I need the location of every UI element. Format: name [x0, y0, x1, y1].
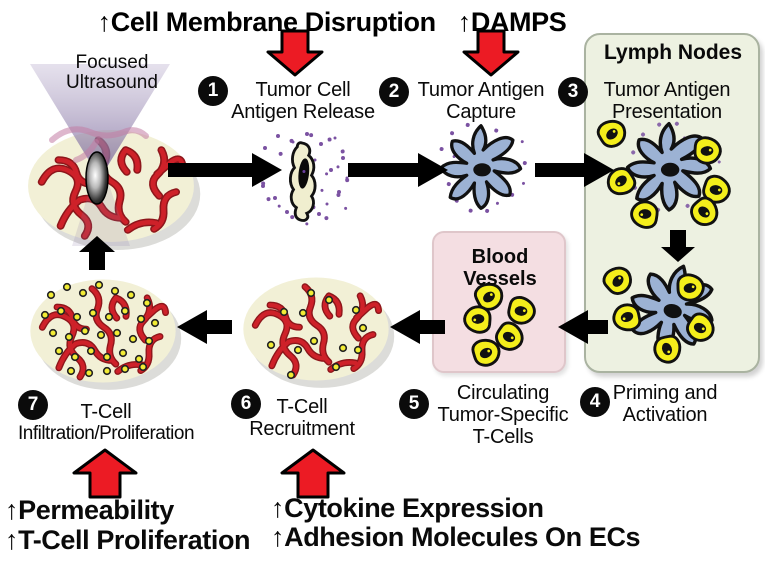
fus-tumor-graphic: [28, 64, 200, 250]
title-damps: ↑DAMPS: [457, 7, 567, 37]
focused-ultrasound-label: Focused Ultrasound: [66, 52, 158, 93]
step-1-label: Tumor Cell Antigen Release: [231, 79, 375, 123]
step-badge-2: 2: [379, 77, 409, 107]
step-4-label: Priming and Activation: [612, 382, 718, 426]
step-7-label: T-Cell Infiltration/Proliferation: [17, 401, 195, 444]
step-5-label: Circulating Tumor-Specific T-Cells: [437, 382, 569, 448]
red-arrow-down-1-icon: [266, 29, 324, 77]
effect-arrows: [72, 29, 520, 499]
tcell-proliferation-label: ↑T-Cell Proliferation: [5, 525, 251, 555]
title-cell-membrane-disruption: ↑Cell Membrane Disruption: [97, 7, 436, 37]
step-badge-6: 6: [231, 389, 261, 419]
arrow-right-3-icon: [535, 153, 614, 187]
step-badge-4: 4: [580, 387, 610, 417]
ultrasound-cone: [30, 64, 170, 172]
arrow-left-2-icon: [390, 310, 445, 344]
red-arrow-up-2-icon: [280, 448, 346, 499]
arrow-right-2-icon: [348, 153, 448, 187]
step-2-label: Tumor Antigen Capture: [417, 79, 545, 123]
blood-vessels-title: Blood Vessels: [463, 246, 537, 290]
step-6-label: T-Cell Recruitment: [249, 396, 355, 440]
antigen-presentation-graphic: [594, 107, 736, 234]
focal-spot: [85, 151, 109, 205]
permeability-label: ↑Permeability: [5, 495, 174, 525]
arrow-down-lymph-icon: [661, 230, 695, 262]
diagram-title: ↑Cell Membrane Disruption ↑DAMPS: [0, 7, 664, 38]
red-arrow-up-1-icon: [72, 448, 138, 499]
lymph-nodes-title: Lymph Nodes: [603, 41, 743, 64]
step-badge-5: 5: [399, 389, 429, 419]
circulating-tcells-graphic: [460, 279, 540, 368]
arrow-right-1-icon: [168, 153, 282, 187]
step-badge-3: 3: [558, 77, 588, 107]
step-3-label: Tumor Antigen Presentation: [603, 79, 731, 123]
tcell-recruitment-tumor-graphic: [243, 277, 394, 387]
step-badge-1: 1: [198, 76, 228, 106]
adhesion-molecules-label: ↑Adhesion Molecules On ECs: [271, 522, 641, 552]
flow-arrows: [79, 153, 695, 344]
arrow-left-1-icon: [558, 310, 608, 344]
red-arrow-down-2-icon: [462, 29, 520, 77]
step-badge-7: 7: [18, 390, 48, 420]
cytokine-expression-label: ↑Cytokine Expression: [271, 493, 544, 523]
arrow-up-cycle-icon: [79, 236, 115, 270]
arrow-left-3-icon: [177, 310, 232, 344]
priming-activation-graphic: [599, 253, 726, 364]
tcell-infiltration-tumor-graphic: [30, 279, 181, 389]
tumor-cell-antigen-release-graphic: [257, 130, 353, 229]
